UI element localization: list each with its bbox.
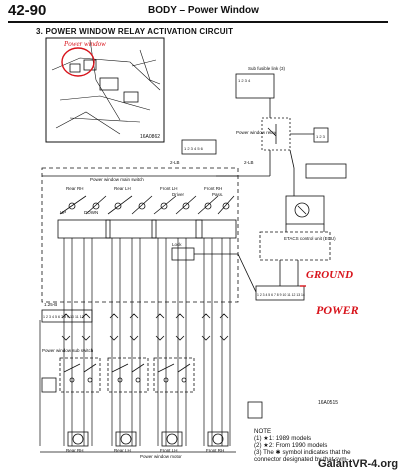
note-line-1: (1) ★1: 1989 models [254,435,312,442]
wire-junction-marks [61,313,229,341]
connector-c2: 1 2 3 [316,134,326,139]
red-annotations [61,47,306,287]
connector-etacs-pins: 1 2 3 4 5 6 7 8 9 10 11 12 13 14 [257,293,305,297]
label-up: UP [60,210,66,215]
label-wire-2lb-b: 2-LB [244,160,254,165]
side-connector-right [247,401,263,419]
note-heading: NOTE [254,428,272,435]
header-rule [8,21,388,23]
label-driver: Driver [172,192,185,197]
side-connector-left [41,377,57,393]
label-motor-front-rh: Front RH [206,448,224,453]
etacs-side-connector [305,163,347,179]
label-motor-rear-lh: Rear LH [114,448,131,453]
handwritten-power: POWER [316,303,359,317]
relay-connector [313,127,329,143]
label-main-switch: Power window main switch [90,177,144,182]
watermark: GalantVR-4.org [318,458,399,470]
switch-group-rear-rh [57,195,111,239]
connector-c3: 1 2 3 4 5 6 [184,146,204,151]
note-block: NOTE (1) ★1: 1989 models (2) ★2: From 19… [254,428,394,463]
label-rear-lh: Rear LH [114,186,131,191]
step-title: 3. POWER WINDOW RELAY ACTIVATION CIRCUIT [36,27,234,36]
switch-group-rear-lh [105,195,157,239]
label-etacs: ETACS control unit (ECU) [284,236,336,241]
label-wire-1-25: 1.25-B [44,302,57,307]
connector-c1: 1 2 3 4 [238,78,251,83]
label-relay: Power window relay [236,130,277,135]
main-switch-wires [63,238,231,302]
note-line-4: connector designated by that sym- [254,456,349,463]
connector-c4: 1 2 3 4 5 6 7 8 9 10 11 12 [43,315,84,319]
page-number: 42-90 [8,2,47,19]
label-motor: Power window motor [140,454,182,459]
label-pass: Pass. [212,192,223,197]
section-title: BODY – Power Window [148,5,259,16]
lower-wires [39,302,231,446]
label-sub-switch: Power window sub switch [42,348,94,353]
fusible-connector [235,73,275,99]
label-front-rh: Front RH [204,186,222,191]
sub-switch-front-lh [153,357,195,393]
label-lock: Lock [172,242,182,247]
motors [67,431,229,447]
handwritten-callout: Power window [63,40,106,48]
label-rear-rh: Rear RH [66,186,84,191]
note-line-2: (2) ★2: From 1990 models [254,442,328,449]
note-line-3: (3) The ✱ symbol indicates that the [254,449,351,456]
switch-group-front-lh [151,195,203,239]
handwritten-ground: GROUND [306,269,353,281]
figure-code-top: 16A0862 [140,134,160,140]
label-wire-2lb-a: 2-LB [170,160,180,165]
lock-switch [171,247,195,261]
page-header: 42-90 BODY – Power Window [0,0,400,23]
label-down: DOWN [84,210,98,215]
label-sub-fusible-link: Sub fusible link (3) [248,66,286,71]
sub-switch-rear-rh [59,357,101,393]
location-inset [45,37,165,143]
switch-group-front-rh [195,195,237,239]
connector-1 [181,139,217,155]
label-motor-rear-rh: Rear RH [66,448,84,453]
sub-switch-rear-lh [107,357,149,393]
label-motor-front-lh: Front LH [160,448,178,453]
label-front-lh: Front LH [160,186,178,191]
figure-code-bottom: 16A0515 [318,400,338,406]
etacs-box [285,195,325,225]
